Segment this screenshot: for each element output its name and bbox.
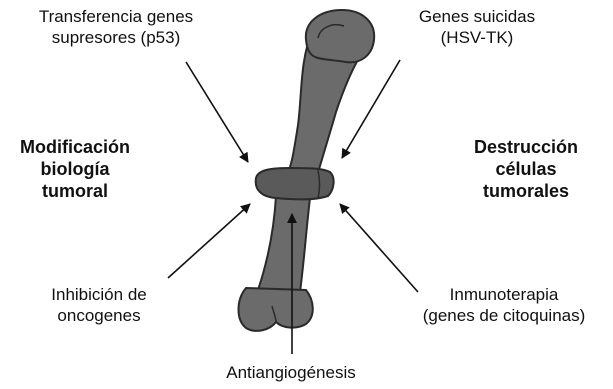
label-line: oncogenes [14, 305, 184, 326]
label-line: (HSV-TK) [372, 27, 582, 48]
bone-femoral-head [306, 10, 374, 62]
label-line: Inhibición de [14, 284, 184, 305]
label-line: Destrucción [446, 136, 606, 158]
label-line: Inmunoterapia [404, 284, 604, 305]
bone-lower-shaft [258, 196, 310, 292]
label-genes-suicidas: Genes suicidas (HSV-TK) [372, 6, 582, 48]
label-transferencia-genes: Transferencia genes supresores (p53) [6, 6, 226, 48]
tumor-mass [256, 168, 334, 199]
label-line: tumorales [446, 180, 606, 202]
label-line: Modificación [0, 136, 150, 158]
label-destruccion-celulas-tumorales: Destrucción células tumorales [446, 136, 606, 202]
label-line: (genes de citoquinas) [404, 305, 604, 326]
label-line: Transferencia genes [6, 6, 226, 27]
arrow-bottom-right [340, 204, 418, 292]
label-inmunoterapia: Inmunoterapia (genes de citoquinas) [404, 284, 604, 326]
label-line: supresores (p53) [6, 27, 226, 48]
arrow-bottom-left [168, 204, 250, 278]
label-line: Antiangiogénesis [196, 362, 386, 383]
label-line: tumoral [0, 180, 150, 202]
label-line: biología [0, 158, 150, 180]
label-modificacion-biologia-tumoral: Modificación biología tumoral [0, 136, 150, 202]
femur-bone-illustration [239, 10, 375, 331]
label-line: Genes suicidas [372, 6, 582, 27]
label-line: células [446, 158, 606, 180]
label-antiangiogenesis: Antiangiogénesis [196, 362, 386, 383]
bone-distal-end [239, 288, 313, 331]
label-inhibicion-oncogenes: Inhibición de oncogenes [14, 284, 184, 326]
arrow-top-left [186, 62, 248, 162]
